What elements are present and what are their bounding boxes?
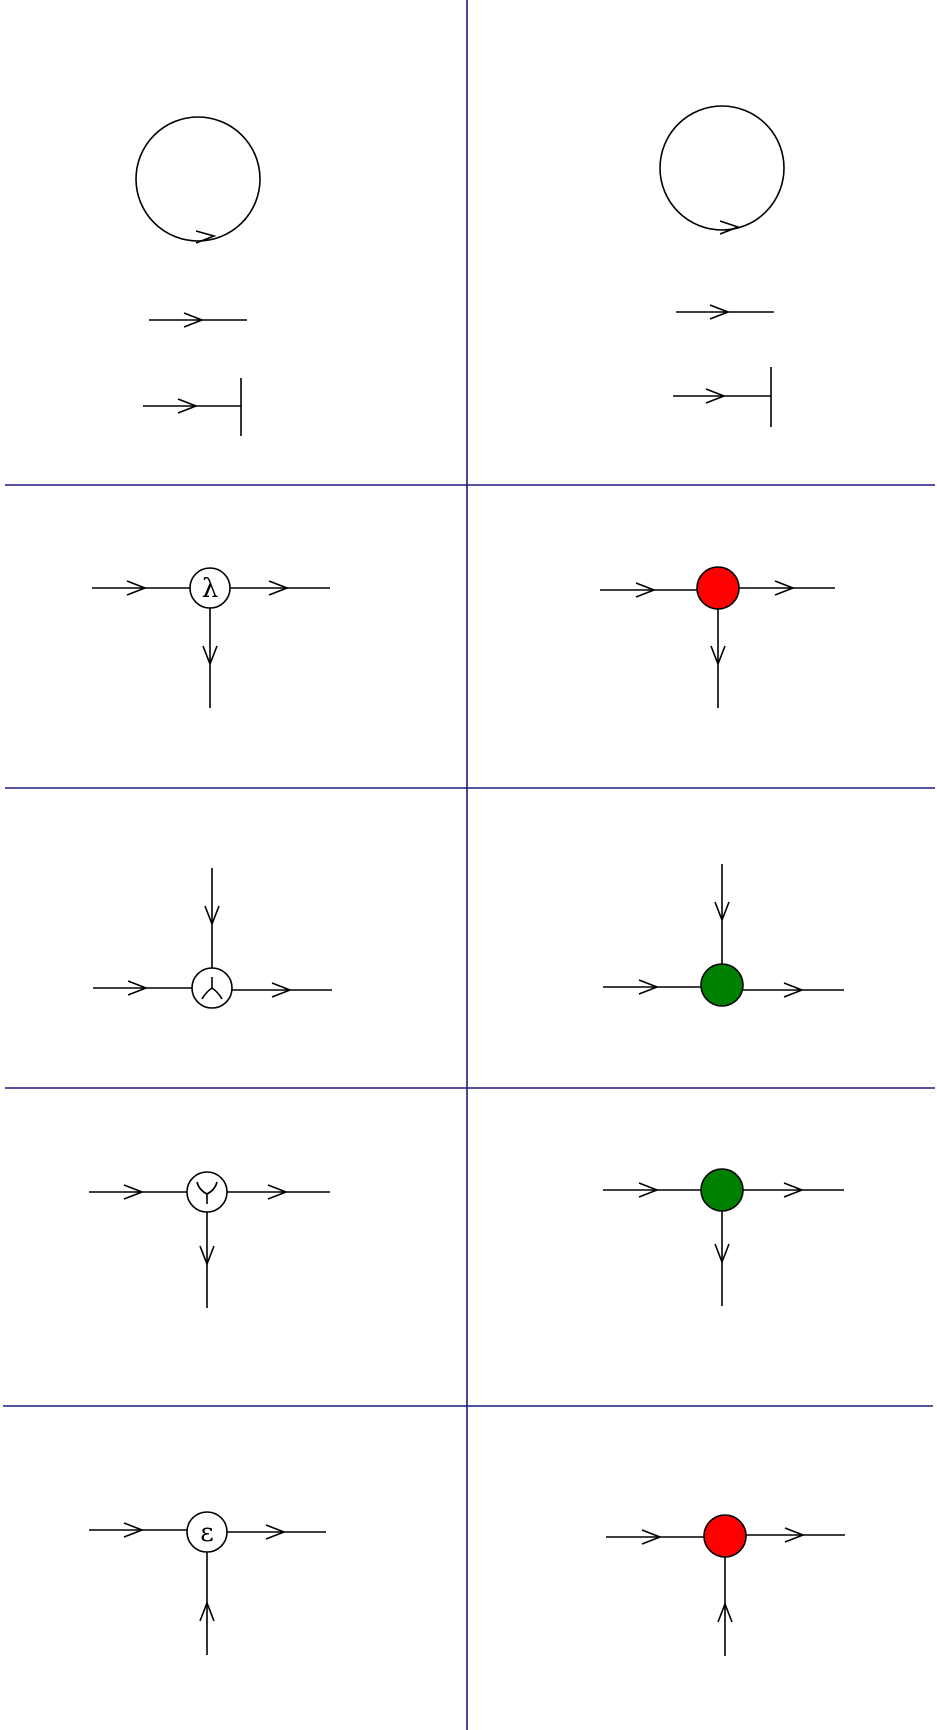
- lambda-node-icon: λ: [189, 567, 231, 609]
- panel-row3-left: [93, 868, 332, 1009]
- panel-row1-right: [659, 105, 785, 427]
- loop-icon: [659, 105, 785, 235]
- grid-lines: [3, 0, 935, 1730]
- merge-node-icon: [191, 967, 233, 1009]
- node-label: ε: [200, 1518, 213, 1548]
- node-label: λ: [202, 574, 218, 604]
- edge-arrow-icon: [149, 312, 247, 328]
- edge-arrow-icon: [676, 304, 774, 320]
- loop-icon: [135, 116, 261, 244]
- terminal-edge-icon: [143, 378, 242, 436]
- red-node-icon: [696, 566, 740, 610]
- panel-row5-right: [606, 1514, 845, 1656]
- split-node-icon: [186, 1171, 228, 1213]
- terminal-edge-icon: [673, 367, 772, 427]
- green-node-icon: [700, 1168, 744, 1212]
- panel-row1-left: [135, 116, 261, 436]
- red-node-icon: [703, 1514, 747, 1558]
- panel-row3-right: [603, 864, 844, 1007]
- epsilon-node-icon: ε: [186, 1511, 228, 1553]
- panel-row4-right: [603, 1168, 844, 1306]
- green-node-icon: [700, 963, 744, 1007]
- panel-row2-left: λ: [92, 567, 330, 708]
- panel-row4-left: [89, 1171, 330, 1308]
- panel-row2-right: [600, 566, 835, 708]
- panel-row5-left: ε: [89, 1511, 326, 1655]
